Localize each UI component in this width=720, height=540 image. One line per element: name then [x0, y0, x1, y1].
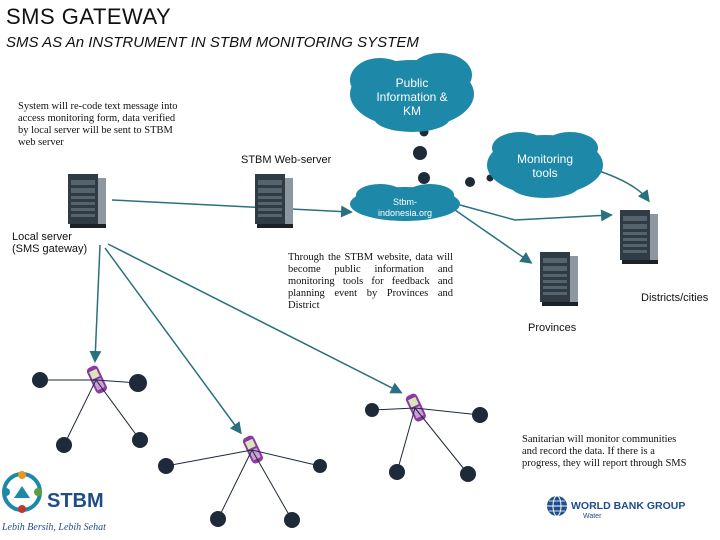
link-local-to-web	[111, 199, 353, 218]
cloud-public-info	[350, 53, 474, 132]
web-server-label: STBM Web-server	[241, 154, 332, 166]
page-title: SMS GATEWAY	[6, 4, 172, 29]
districts-label: Districts/cities	[641, 292, 709, 304]
stbm-tagline: Lebih Bersih, Lebih Sehat	[2, 522, 106, 533]
provinces-label: Provinces	[528, 322, 577, 334]
cloud-monitoring-label: Monitoring tools	[516, 152, 574, 180]
page-subtitle: SMS AS An INSTRUMENT IN STBM MONITORING …	[6, 34, 419, 51]
cloud-public-info-label: Public Information & KM	[376, 76, 448, 118]
worldbank-logo-text: WORLD BANK GROUP	[571, 500, 686, 512]
worldbank-sub-text: Water	[583, 513, 602, 520]
cloud-monitoring	[487, 132, 603, 198]
local-server-label: Local server (SMS gateway)	[12, 231, 88, 255]
sanitarian-note: Sanitarian will monitor communities and …	[522, 434, 687, 469]
stbm-logo-text: STBM	[47, 490, 104, 512]
community-spokes	[40, 379, 481, 521]
link-website-to-provinces	[454, 209, 533, 264]
web-server-icon	[255, 174, 293, 228]
connection-lines	[89, 167, 650, 435]
stbm-logo-icon	[2, 471, 42, 513]
cloud-website	[350, 184, 460, 221]
website-note: Through the STBM website, data will beco…	[288, 252, 453, 311]
recode-note: System will re-code text message into ac…	[18, 101, 178, 148]
link-website-to-districts	[459, 204, 613, 222]
link-local-to-phone1	[89, 244, 102, 363]
phone-icon-2	[241, 434, 265, 465]
link-local-to-phone3	[107, 243, 403, 394]
districts-server-icon	[620, 210, 658, 264]
worldbank-globe-icon	[547, 495, 567, 517]
provinces-server-icon	[540, 252, 578, 306]
cloud-website-label: Stbm-indonesia.org	[377, 197, 433, 218]
dot-chain-monitoring	[418, 172, 494, 187]
link-local-to-phone2	[104, 247, 242, 435]
local-server-icon	[68, 174, 106, 228]
